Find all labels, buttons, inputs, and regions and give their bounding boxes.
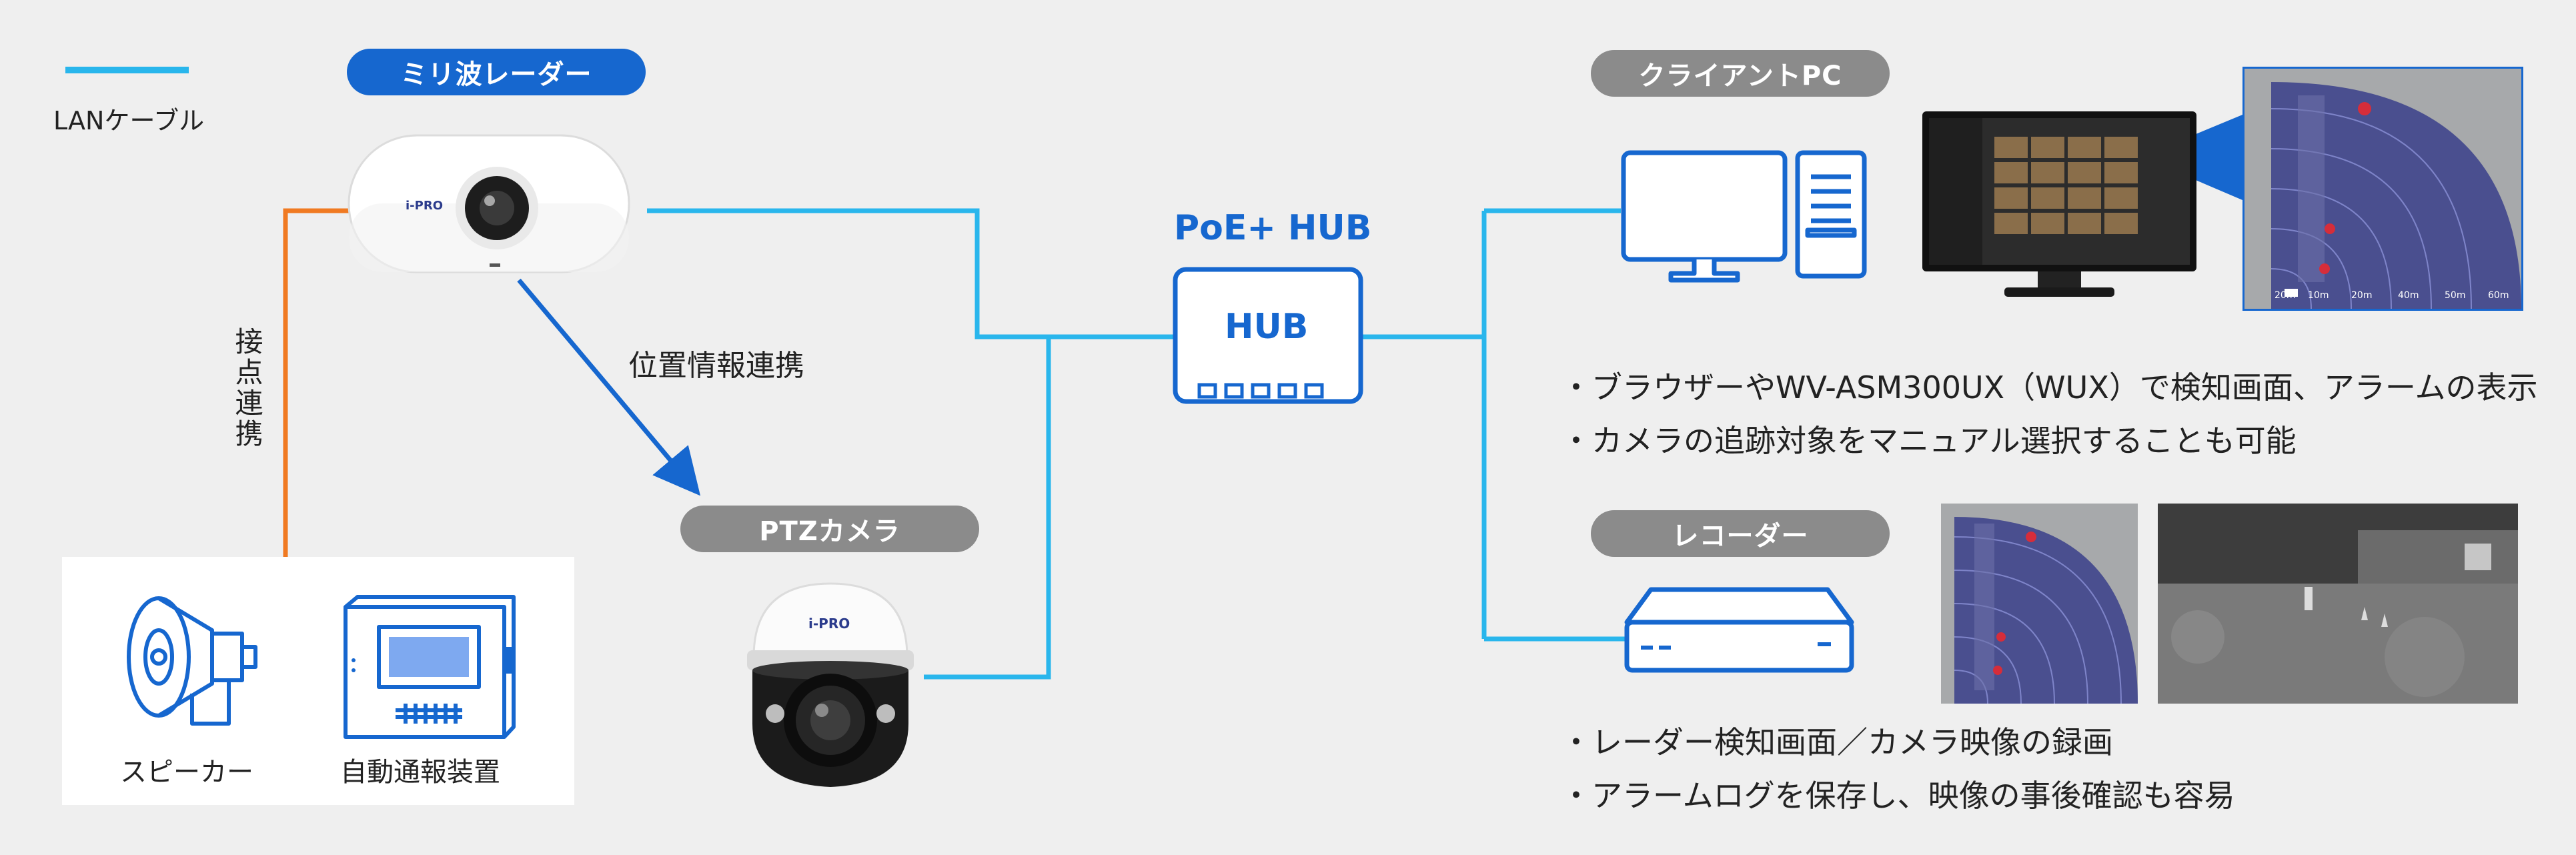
recorder-radar-image	[1941, 504, 2138, 704]
hub-box-label: HUB	[1225, 307, 1309, 347]
notifier-label: 自動通報装置	[340, 757, 500, 788]
notifier-icon	[344, 595, 516, 739]
recorder-pill: レコーダー	[1591, 510, 1890, 557]
lan-legend-line	[65, 67, 189, 73]
hub-title: PoE+ HUB	[1174, 208, 1372, 248]
client-bullet-1: ・ブラウザーやWV-ASM300UX（WUX）で検知画面、アラームの表示	[1561, 369, 2538, 405]
radar-device: i-PRO	[347, 133, 631, 277]
hub-device: HUB	[1173, 267, 1363, 404]
client-bullet-2: ・カメラの追跡対象をマニュアル選択することも可能	[1561, 423, 2297, 459]
ptz-pill: PTZカメラ	[680, 506, 979, 552]
client-pc-pill: クライアントPC	[1591, 50, 1890, 97]
speaker-label: スピーカー	[120, 757, 253, 788]
ptz-logo: i-PRO	[808, 616, 850, 632]
recorder-bullet-2: ・アラームログを保存し、映像の事後確認も容易	[1561, 778, 2235, 814]
radar-scale-0: 20m	[2275, 290, 2296, 301]
recorder-icon	[1624, 587, 1854, 673]
lan-line-radar	[647, 208, 1175, 339]
output-devices-panel: スピーカー 自動通報装置	[62, 557, 574, 805]
lan-line-ptz	[924, 337, 1051, 680]
recorder-camera-image	[2158, 504, 2518, 704]
ptz-camera: i-PRO	[734, 577, 927, 790]
position-link-label: 位置情報連携	[628, 349, 804, 383]
pc-icon	[1621, 150, 1867, 283]
radar-detection-screen: 20m 10m 20m 40m 50m 60m	[2242, 67, 2523, 311]
radar-scale-5: 60m	[2488, 290, 2509, 301]
radar-scale-2: 20m	[2351, 290, 2373, 301]
contact-line	[283, 208, 367, 557]
lan-legend-label: LANケーブル	[53, 106, 205, 135]
contact-label: 接点連携	[231, 327, 263, 450]
radar-scale-3: 40m	[2398, 290, 2419, 301]
recorder-bullet-1: ・レーダー検知画面／カメラ映像の録画	[1561, 724, 2113, 760]
monitor-screenshot	[1921, 110, 2198, 303]
radar-scale-1: 10m	[2308, 290, 2329, 301]
radar-scale-4: 50m	[2445, 290, 2466, 301]
speaker-icon	[127, 596, 257, 726]
radar-logo: i-PRO	[406, 199, 443, 213]
radar-pill: ミリ波レーダー	[347, 49, 646, 95]
position-link-arrow	[517, 278, 701, 496]
